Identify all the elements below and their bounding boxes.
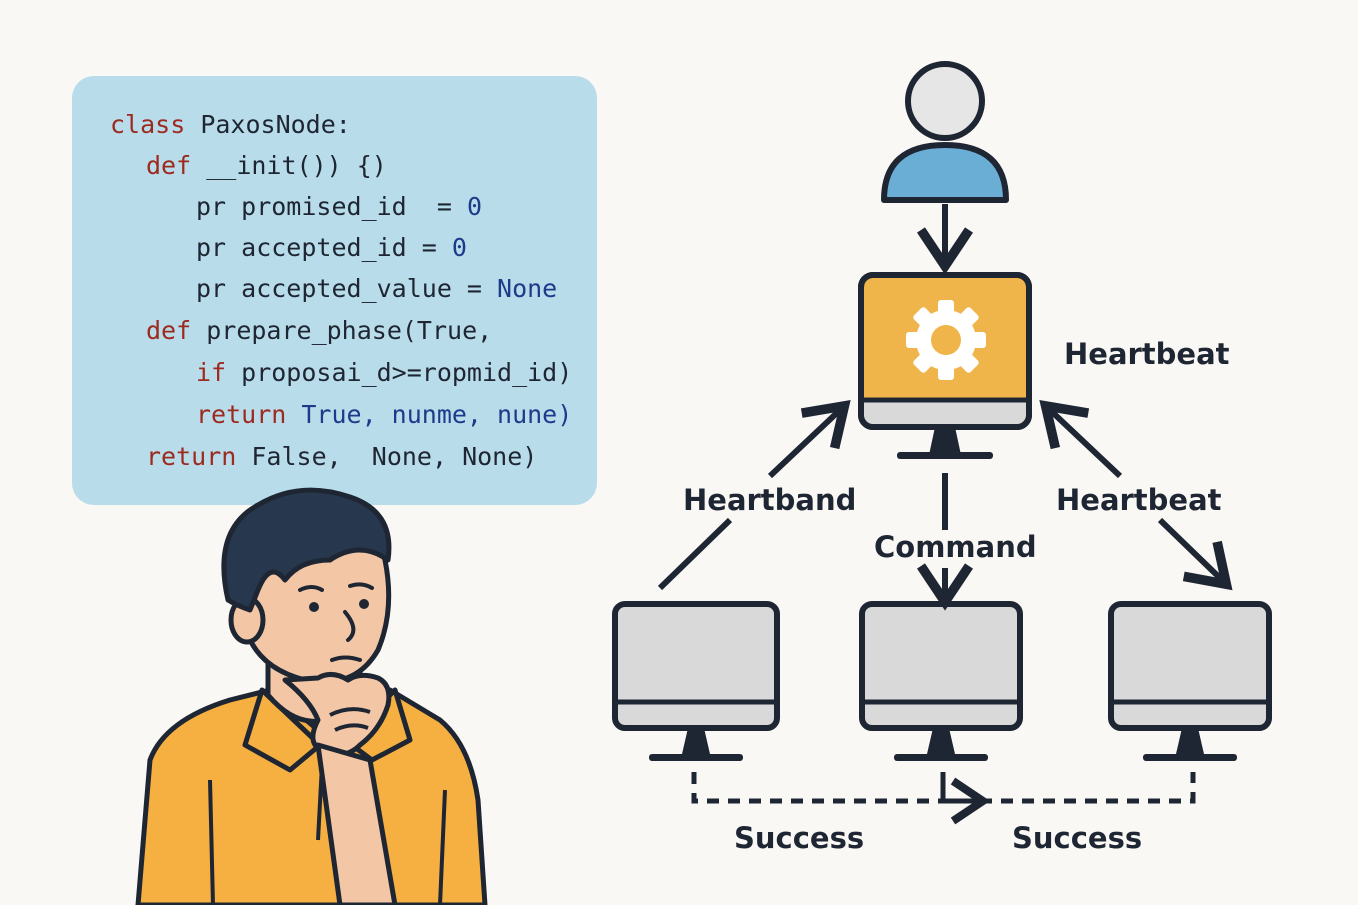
code-token: False, None, None) bbox=[251, 442, 538, 471]
label-success-right: Success bbox=[1012, 821, 1142, 855]
code-token: None bbox=[497, 274, 558, 303]
label-heartband: Heartband bbox=[683, 483, 856, 517]
code-token: if bbox=[196, 358, 242, 387]
thinking-person-illustration bbox=[135, 487, 488, 905]
code-token: 0 bbox=[451, 233, 467, 262]
code-token: return bbox=[196, 400, 302, 429]
label-heartbeat-right: Heartbeat bbox=[1056, 483, 1222, 517]
code-panel: class PaxosNode: def __init()) {) pr promi… bbox=[72, 76, 597, 505]
code-token: pr promised_id = bbox=[196, 192, 467, 221]
follower-server-monitor-center bbox=[859, 601, 1023, 761]
label-success-left: Success bbox=[734, 821, 864, 855]
code-line: return True, nunme, nune) bbox=[196, 400, 572, 430]
code-token: pr accepted_id = bbox=[196, 233, 452, 262]
code-line: pr accepted_value = None bbox=[196, 274, 557, 304]
follower-server-monitor-left bbox=[612, 601, 780, 761]
code-token: 0 bbox=[466, 192, 482, 221]
code-token: def bbox=[146, 151, 207, 180]
code-line: def __init()) {) bbox=[146, 151, 387, 181]
code-token: proposai_d>=ropmid_id) bbox=[241, 358, 573, 387]
code-line: pr promised_id = 0 bbox=[196, 192, 482, 222]
code-line: return False, None, None) bbox=[146, 442, 537, 472]
code-token: True, nunme, nune) bbox=[301, 400, 573, 429]
code-token: PaxosNode: bbox=[200, 110, 351, 139]
code-line: pr accepted_id = 0 bbox=[196, 233, 467, 263]
gear-icon bbox=[906, 300, 986, 380]
code-line: def prepare_phase(True, bbox=[146, 316, 492, 346]
code-line: class PaxosNode: bbox=[110, 110, 351, 140]
code-token: class bbox=[110, 110, 201, 139]
user-icon bbox=[881, 61, 1009, 203]
label-command: Command bbox=[874, 530, 1037, 564]
code-token: __init()) {) bbox=[206, 151, 387, 180]
code-token: prepare_phase(True, bbox=[206, 316, 493, 345]
code-token: def bbox=[146, 316, 207, 345]
success-dashed-connector bbox=[691, 772, 1196, 825]
heartbeat-arrow-left bbox=[657, 399, 851, 591]
code-line: if proposai_d>=ropmid_id) bbox=[196, 358, 572, 388]
label-heartbeat-leader: Heartbeat bbox=[1064, 337, 1230, 371]
code-token: return bbox=[146, 442, 252, 471]
follower-server-monitor-right bbox=[1108, 601, 1272, 761]
code-token: pr accepted_value = bbox=[196, 274, 498, 303]
heartbeat-arrow-right bbox=[1039, 399, 1233, 591]
